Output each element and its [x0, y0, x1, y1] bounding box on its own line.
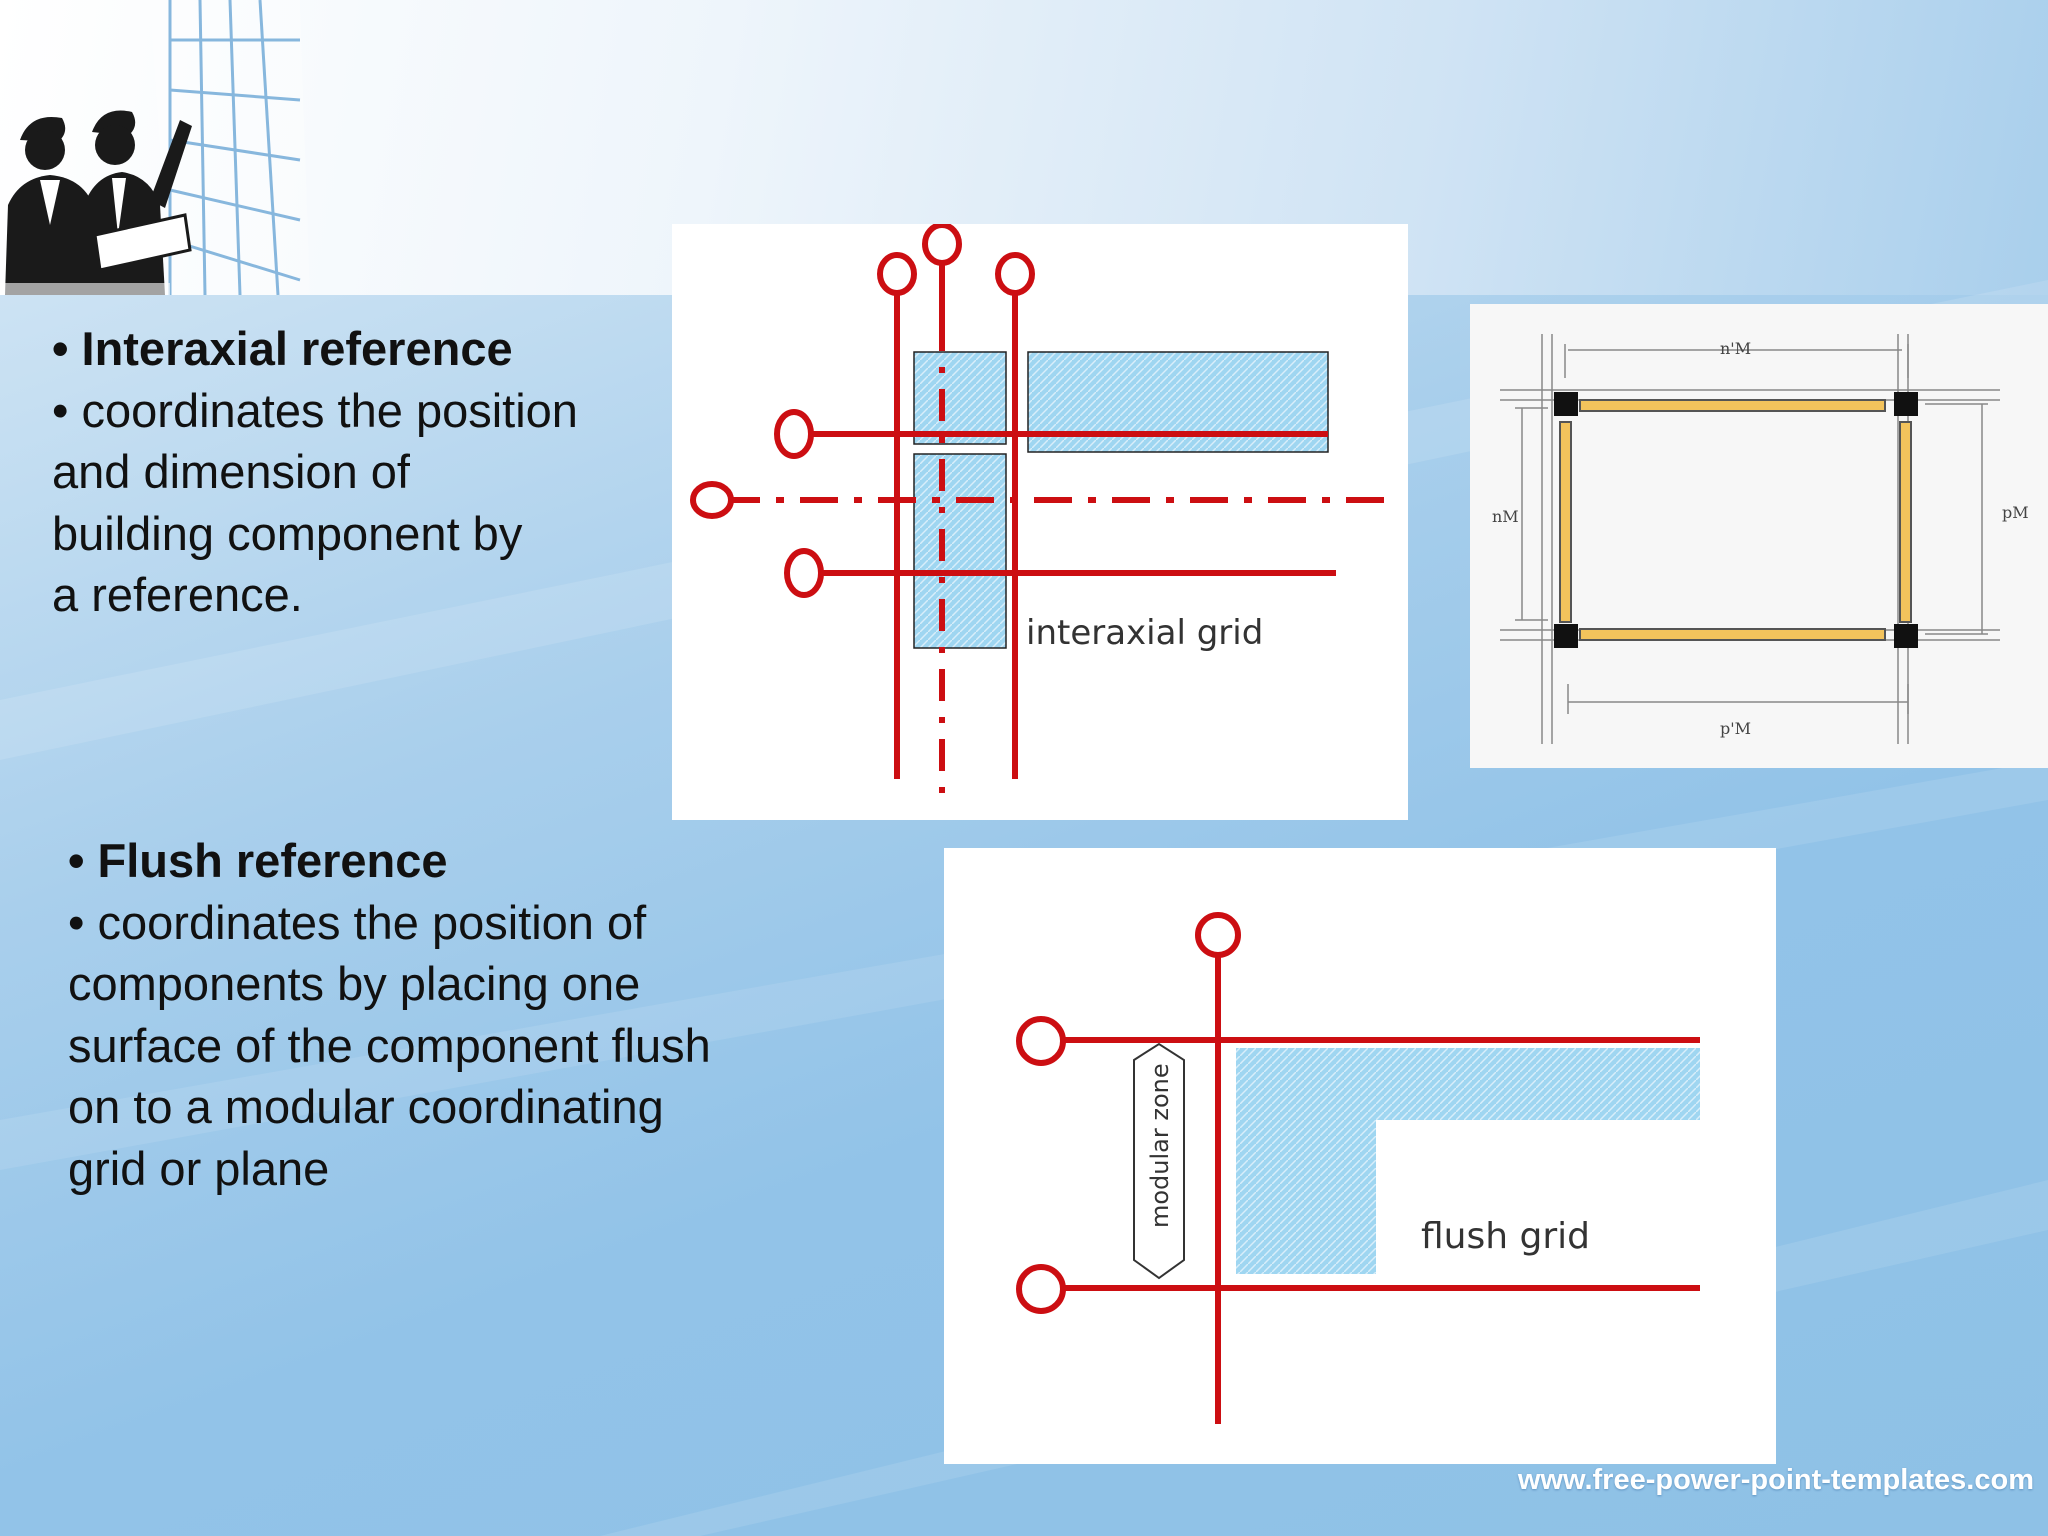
corner-component: [913, 351, 1007, 445]
engineers-illustration: [0, 0, 301, 295]
dimension-left-label: nM: [1492, 507, 1519, 526]
interaxial-body-line: a reference.: [52, 568, 303, 621]
frame-dimension-figure: n'M nM pM p'M: [1470, 304, 2048, 768]
flush-grid-figure: modular zone flush grid: [944, 848, 1776, 1464]
reference-circle-icon: [1195, 912, 1241, 958]
flush-body-line: on to a modular coordinating: [68, 1080, 664, 1133]
dimension-bottom-label: p'M: [1720, 719, 1751, 738]
flush-body-line: grid or plane: [68, 1141, 330, 1195]
reference-circle-icon: [922, 224, 962, 266]
interaxial-heading: • Interaxial reference: [52, 322, 513, 375]
flush-body-line: components by placing one: [68, 957, 641, 1010]
flush-body-line: surface of the component flush: [68, 1018, 711, 1072]
flush-grid-label: flush grid: [1421, 1216, 1590, 1257]
reference-circle-icon: [774, 409, 814, 459]
interaxial-reference-block: • Interaxial reference • coordinates the…: [52, 318, 672, 626]
interaxial-grid-diagram: interaxial grid: [690, 224, 1392, 804]
reference-circle-icon: [1016, 1264, 1066, 1314]
flush-grid-diagram: modular zone flush grid: [1016, 912, 1700, 1424]
flush-body-line: • coordinates the position of: [68, 895, 647, 949]
modular-zone-label: modular zone: [1146, 1063, 1174, 1228]
dimension-right-label: pM: [2002, 503, 2029, 522]
modular-zone-marker: [1133, 1042, 1185, 1280]
reference-circle-icon: [784, 548, 824, 598]
reference-circle-icon: [877, 252, 917, 296]
dimension-top-label: n'M: [1720, 339, 1751, 358]
interaxial-body-line: and dimension of: [52, 445, 410, 498]
interaxial-body-line: • coordinates the position: [52, 383, 578, 437]
frame-dimension-diagram: n'M nM pM p'M: [1492, 334, 2029, 744]
vertical-component: [913, 453, 1007, 649]
interaxial-grid-figure: interaxial grid: [672, 224, 1408, 820]
interaxial-body-line: building component by: [52, 506, 523, 560]
reference-circle-icon: [995, 252, 1035, 296]
flush-heading: • Flush reference: [68, 834, 448, 887]
reference-circle-icon: [1016, 1016, 1066, 1066]
interaxial-grid-label: interaxial grid: [1026, 613, 1263, 653]
reference-circle-icon: [690, 481, 734, 519]
footer-url: www.free-power-point-templates.com: [1517, 1464, 2034, 1496]
flush-reference-block: • Flush reference • coordinates the posi…: [68, 830, 798, 1199]
flush-component: [1236, 1048, 1700, 1274]
